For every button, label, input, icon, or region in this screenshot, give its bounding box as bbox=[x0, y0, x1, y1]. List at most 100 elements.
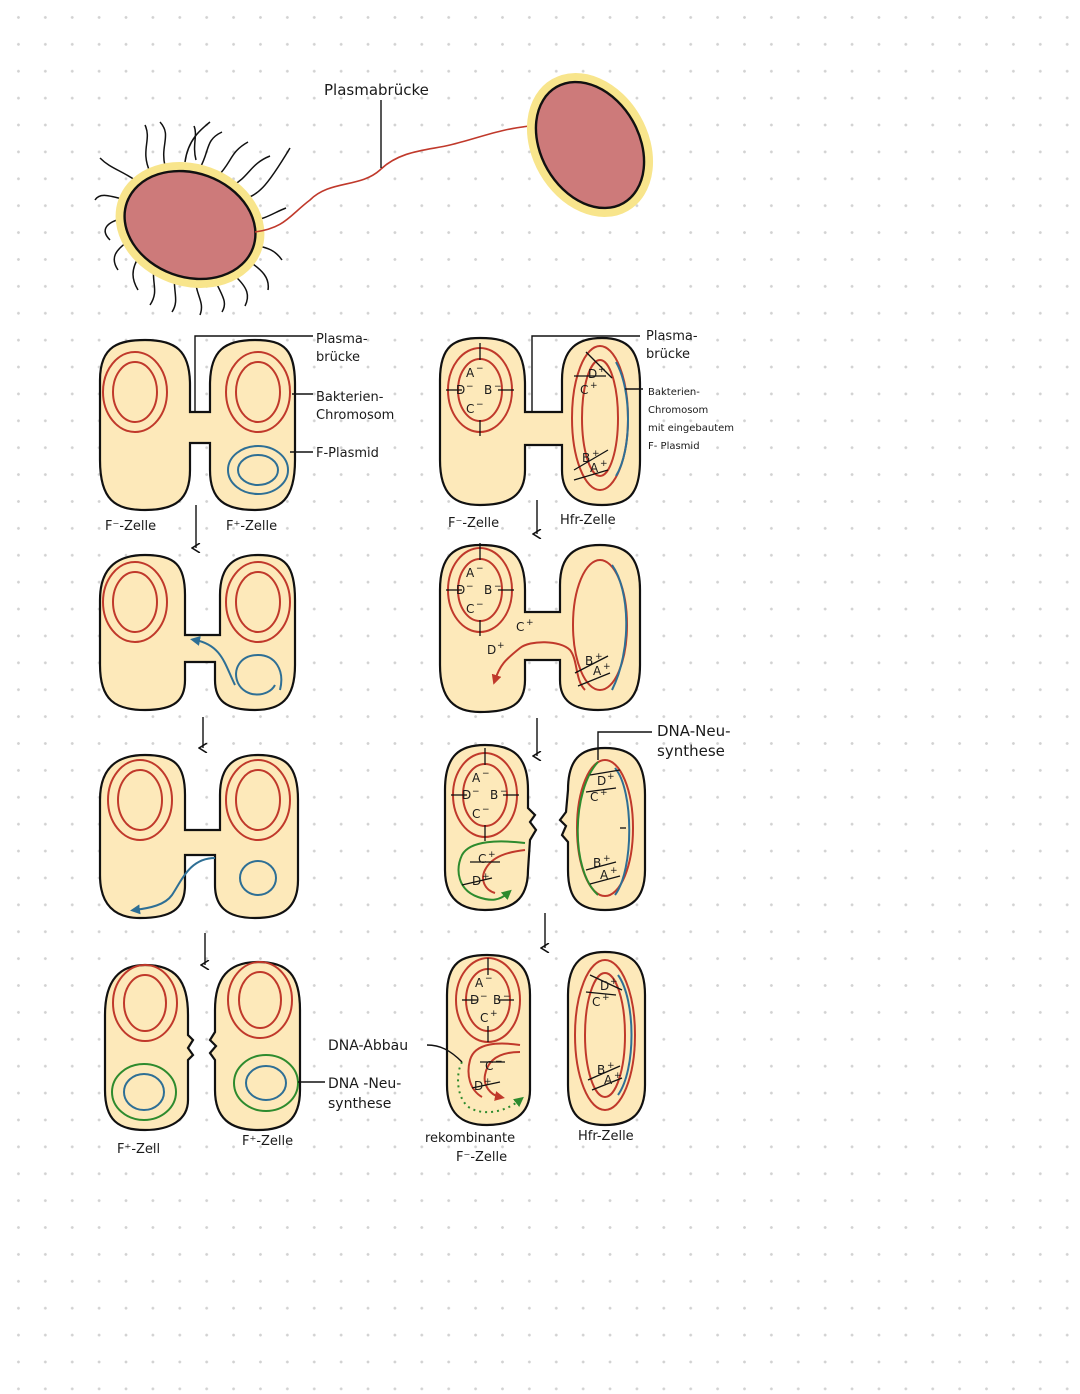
label-plasma-2: brücke bbox=[316, 350, 360, 365]
svg-text:−: − bbox=[482, 805, 490, 815]
label-final-right: F⁺-Zelle bbox=[242, 1134, 293, 1149]
svg-text:+: + bbox=[610, 866, 618, 876]
svg-text:+: + bbox=[488, 850, 496, 860]
f-plasmid-inner bbox=[237, 454, 279, 486]
right-row-4: A− D− B− C+ C− D+ DNA-Abbau D+ C+ B+ A+ … bbox=[328, 950, 647, 1165]
svg-text:B: B bbox=[484, 583, 492, 597]
f-plasmid bbox=[239, 860, 277, 896]
svg-text:B: B bbox=[493, 993, 501, 1007]
svg-text:−: − bbox=[500, 787, 508, 797]
label-plasma-1: Plasma- bbox=[316, 332, 368, 347]
svg-text:D: D bbox=[597, 774, 606, 788]
new-dna-strand bbox=[111, 1063, 177, 1121]
svg-text:+: + bbox=[607, 1061, 615, 1071]
label-chromosome-2: Chromosom bbox=[316, 408, 394, 423]
svg-text:+: + bbox=[598, 365, 606, 375]
svg-text:B: B bbox=[582, 451, 590, 465]
new-dna-strand bbox=[576, 761, 599, 896]
label-final-left: F⁺-Zell bbox=[117, 1142, 160, 1157]
transfer-strand bbox=[130, 857, 216, 915]
svg-text:A: A bbox=[475, 976, 484, 990]
svg-text:C: C bbox=[480, 1011, 488, 1025]
cell-pair bbox=[98, 553, 297, 712]
svg-text:B: B bbox=[490, 788, 498, 802]
svg-text:C: C bbox=[466, 602, 474, 616]
new-dna-strand bbox=[233, 1054, 299, 1112]
cell-pair bbox=[438, 336, 642, 507]
label-final-hfr: Hfr-Zelle bbox=[578, 1129, 634, 1144]
svg-text:A: A bbox=[593, 664, 602, 678]
label-chromosome-2: Chromosom bbox=[648, 405, 708, 416]
left-row-2 bbox=[98, 553, 297, 748]
svg-text:D: D bbox=[456, 583, 465, 597]
label-hfr-cell: Hfr-Zelle bbox=[560, 513, 616, 528]
label-plasma-2: brücke bbox=[646, 347, 690, 362]
label-recombinant-2: F⁻-Zelle bbox=[456, 1150, 507, 1165]
svg-text:B: B bbox=[593, 856, 601, 870]
svg-text:−: − bbox=[494, 382, 502, 392]
cell-pair bbox=[98, 338, 297, 512]
donor-bacterium bbox=[123, 169, 257, 281]
svg-text:+: + bbox=[482, 872, 490, 882]
right-row-2: A− D− B− C− C+ D+ B+ A+ bbox=[438, 543, 642, 756]
svg-text:+: + bbox=[592, 449, 600, 459]
recipient-bacterium bbox=[534, 80, 646, 210]
label-f-plasmid: F-Plasmid bbox=[316, 446, 379, 461]
svg-text:−: − bbox=[482, 769, 490, 779]
label-dna-synthese-2: synthese bbox=[657, 742, 725, 760]
svg-text:C: C bbox=[580, 383, 588, 397]
svg-text:B: B bbox=[585, 654, 593, 668]
f-plus-cell bbox=[208, 960, 302, 1132]
svg-text:−: − bbox=[476, 564, 484, 574]
f-plasmid bbox=[123, 1073, 165, 1111]
svg-text:C: C bbox=[516, 620, 524, 634]
svg-text:C: C bbox=[485, 1059, 493, 1073]
cell-pair bbox=[98, 753, 300, 920]
svg-text:+: + bbox=[600, 788, 608, 798]
svg-text:+: + bbox=[614, 1071, 622, 1081]
svg-text:−: − bbox=[495, 1057, 503, 1067]
svg-text:+: + bbox=[484, 1077, 492, 1087]
svg-text:C: C bbox=[592, 995, 600, 1009]
svg-text:+: + bbox=[526, 618, 534, 628]
label-f-plus-cell: F⁺-Zelle bbox=[226, 519, 277, 534]
svg-text:C: C bbox=[478, 852, 486, 866]
label-f-minus-cell: F⁻-Zelle bbox=[105, 519, 156, 534]
label-f-minus-cell: F⁻-Zelle bbox=[448, 516, 499, 531]
label-recombinant-1: rekombinante bbox=[425, 1131, 515, 1146]
f-plasmid-outer bbox=[227, 445, 289, 495]
integrated-f-plasmid bbox=[615, 361, 629, 477]
label-chromosome-4: F- Plasmid bbox=[648, 441, 700, 452]
svg-text:−: − bbox=[476, 400, 484, 410]
svg-text:+: + bbox=[607, 772, 615, 782]
svg-text:+: + bbox=[602, 993, 610, 1003]
svg-text:A: A bbox=[466, 366, 475, 380]
svg-text:+: + bbox=[590, 381, 598, 391]
label-plasma-1: Plasma- bbox=[646, 329, 698, 344]
svg-text:−: − bbox=[485, 974, 493, 984]
svg-text:D: D bbox=[474, 1079, 483, 1093]
svg-text:D: D bbox=[456, 383, 465, 397]
label-chromosome-1: Bakterien- bbox=[316, 390, 384, 405]
label-dna-synthese-1: DNA-Neu- bbox=[657, 722, 730, 740]
svg-text:D: D bbox=[600, 979, 609, 993]
label-chromosome-1: Bakterien- bbox=[648, 387, 700, 398]
label-dna-synthese-1: DNA -Neu- bbox=[328, 1076, 401, 1092]
left-row-1: Plasma- brücke Bakterien- Chromosom F-Pl… bbox=[98, 332, 394, 548]
svg-text:+: + bbox=[600, 459, 608, 469]
f-plus-cell bbox=[103, 963, 195, 1132]
svg-text:−: − bbox=[466, 582, 474, 592]
capsule bbox=[115, 162, 265, 288]
chromosome-inner bbox=[235, 361, 281, 423]
svg-text:−: − bbox=[503, 992, 511, 1002]
svg-text:C: C bbox=[466, 402, 474, 416]
right-row-3: A− D− B− C− C+ D+ D+ C+ B+ A+ DNA-Neu- s… bbox=[443, 722, 730, 948]
svg-text:A: A bbox=[604, 1073, 613, 1087]
transfer-strand bbox=[190, 635, 236, 686]
svg-text:C: C bbox=[590, 790, 598, 804]
left-row-4: DNA -Neu- synthese F⁺-Zell F⁺-Zelle bbox=[103, 960, 401, 1157]
f-minus-cell bbox=[443, 743, 538, 912]
svg-text:A: A bbox=[472, 771, 481, 785]
svg-text:−: − bbox=[494, 582, 502, 592]
svg-text:+: + bbox=[610, 977, 618, 987]
